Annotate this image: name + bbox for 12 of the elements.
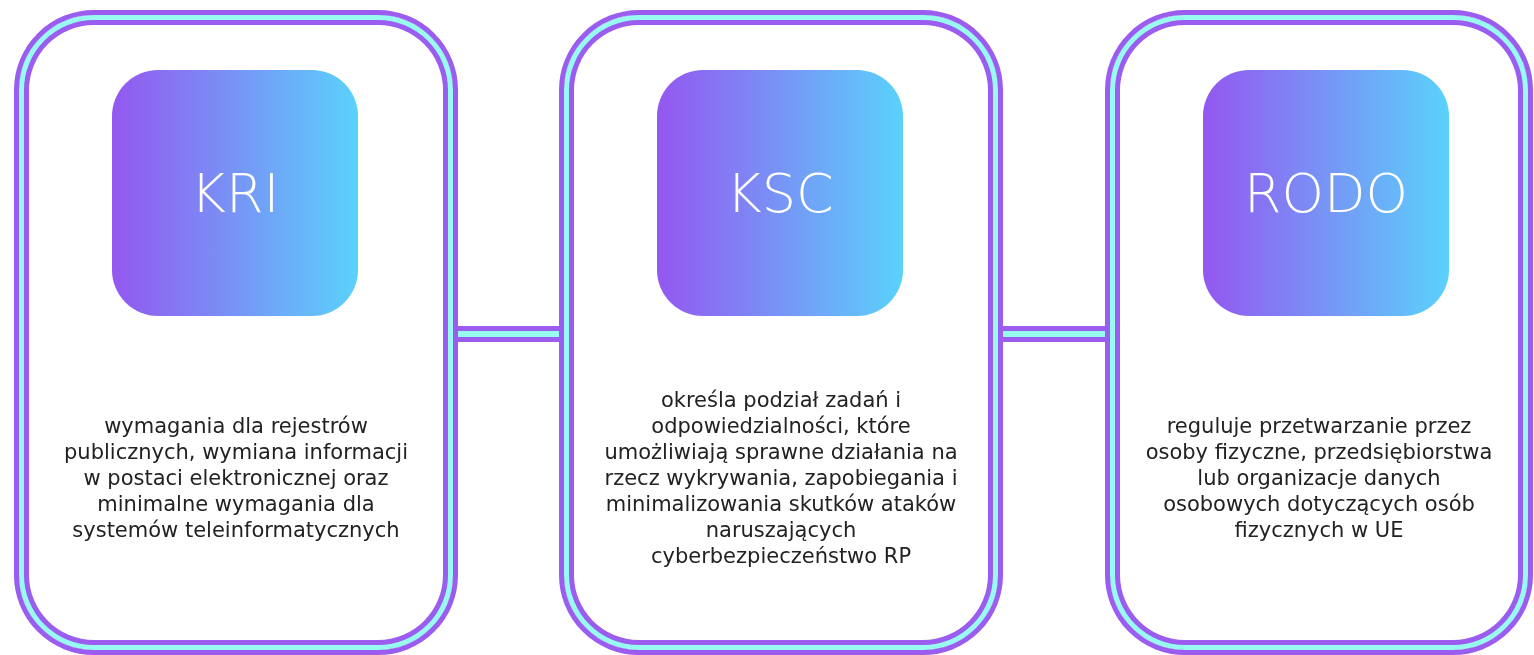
rounded-card [14, 10, 458, 655]
description-text: reguluje przetwarzanie przez osoby fizyczne, przedsiębiorstwa lub organizacje danych osobowych dotyczących osób fizycznych w UE [1144, 412, 1494, 543]
tile-title: KRI [190, 161, 280, 225]
tile-title: KSC [726, 161, 834, 225]
rounded-card [559, 10, 1003, 655]
description-text: wymagania dla rejestrów publicznych, wymiana informacji w postaci elektronicznej oraz minimalne wymagania dla systemów teleinformatycznych [63, 412, 409, 543]
tile-title: RODO [1243, 161, 1409, 225]
description-text: określa podział zadań i odpowiedzialności, które umożliwiają sprawne działania na rzecz wykrywania, zapobiegania i minimalizowania skutków ataków naruszających cyberbezpieczeństwo RP [603, 386, 959, 569]
rounded-card [1105, 10, 1533, 655]
gradient-tile [1203, 70, 1449, 316]
gradient-tile [112, 70, 358, 316]
gradient-tile [657, 70, 903, 316]
